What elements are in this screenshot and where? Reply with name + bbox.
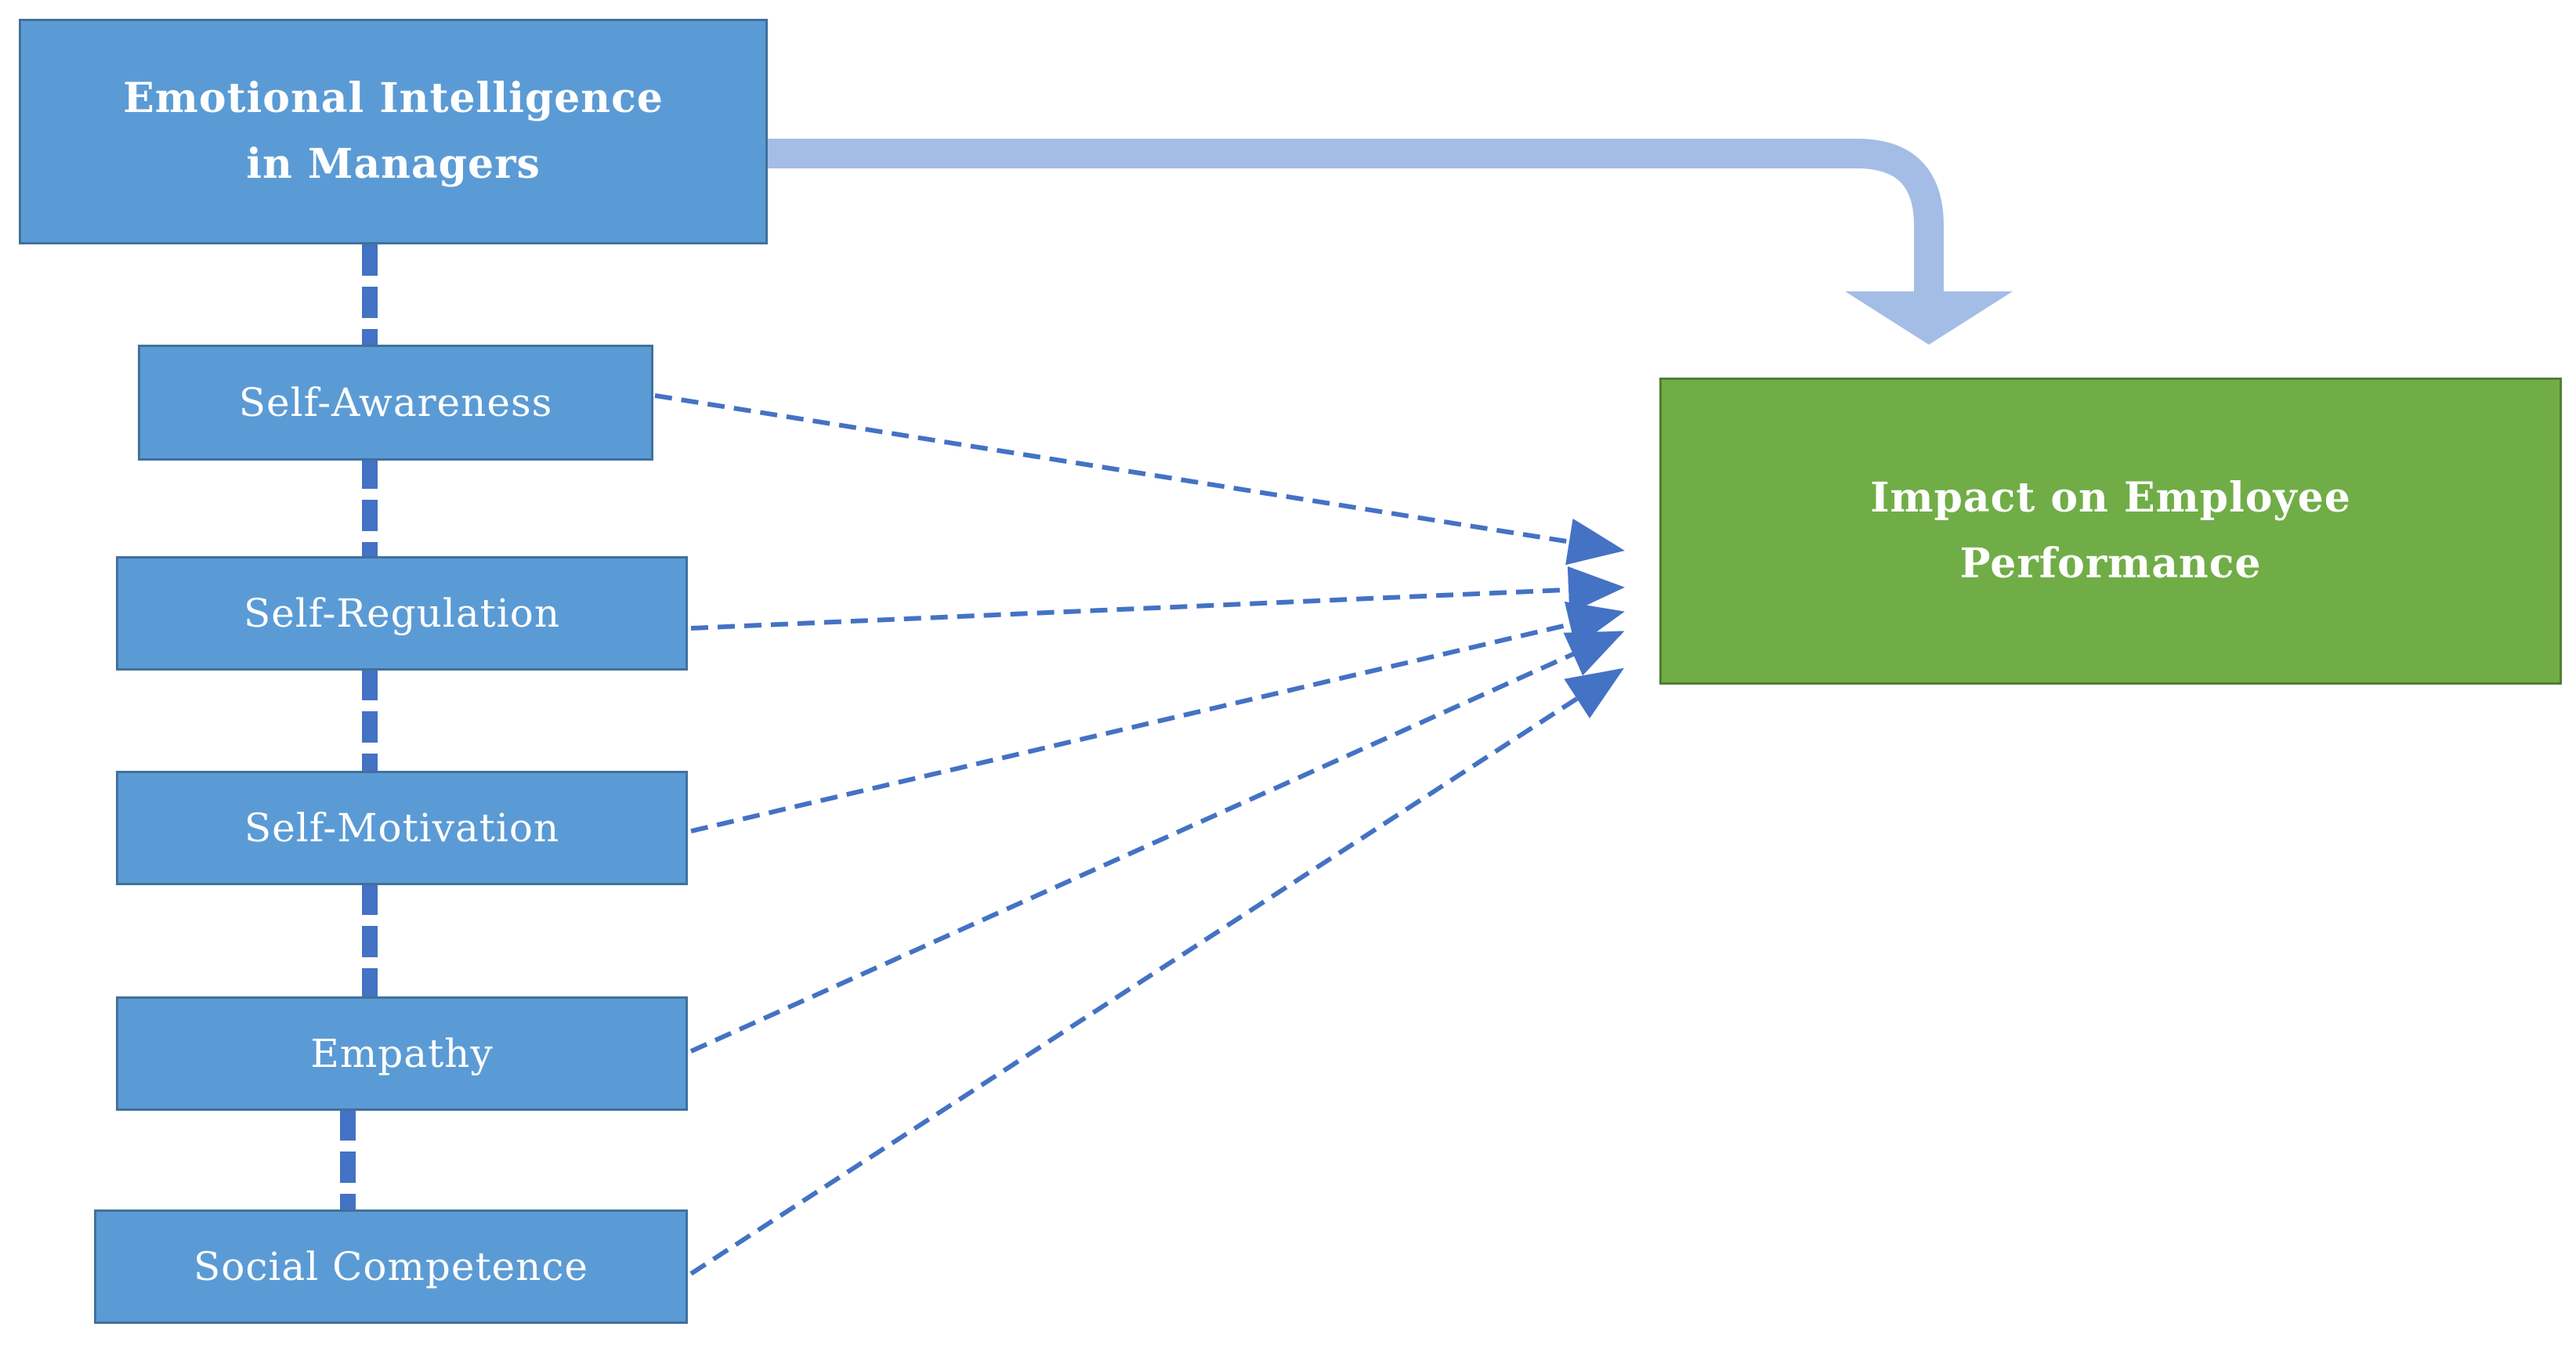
component-label-social-competence: Social Competence xyxy=(194,1244,588,1289)
arrow-self-awareness xyxy=(654,393,1625,566)
component-label-self-motivation: Self-Motivation xyxy=(244,805,560,851)
main-curved-arrow xyxy=(765,139,1944,294)
component-box-social-competence: Social Competence xyxy=(94,1209,688,1324)
main-arrowhead xyxy=(1845,291,2013,345)
arrow-empathy xyxy=(689,631,1625,1054)
target-box-label: Impact on Employee Performance xyxy=(1870,474,2351,588)
target-box-employee-performance: Impact on Employee Performance xyxy=(1659,378,2562,685)
component-box-self-regulation: Self-Regulation xyxy=(116,556,688,671)
component-label-self-regulation: Self-Regulation xyxy=(243,591,561,636)
component-label-empathy: Empathy xyxy=(310,1031,494,1076)
component-box-self-awareness: Self-Awareness xyxy=(138,345,653,461)
component-box-empathy: Empathy xyxy=(116,996,688,1111)
root-box-label: Emotional Intelligence in Managers xyxy=(123,74,664,188)
component-label-self-awareness: Self-Awareness xyxy=(238,380,553,425)
arrow-self-regulation xyxy=(690,566,1625,631)
component-box-self-motivation: Self-Motivation xyxy=(116,771,688,885)
arrow-social-competence xyxy=(689,667,1625,1276)
root-box-emotional-intelligence: Emotional Intelligence in Managers xyxy=(19,19,768,244)
arrow-self-motivation xyxy=(690,601,1625,833)
